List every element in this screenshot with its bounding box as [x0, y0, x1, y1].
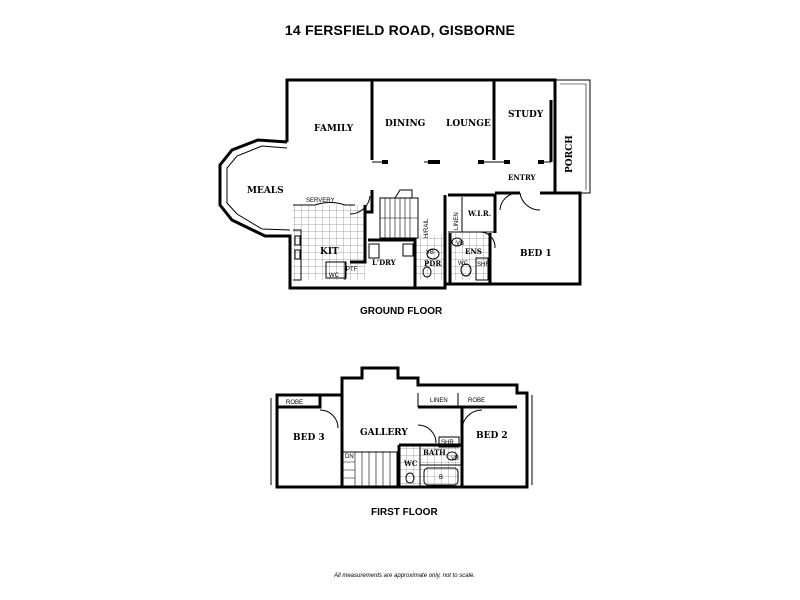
room-bed3: BED 3: [293, 433, 325, 443]
first-floor-plan: [270, 366, 533, 489]
room-porch: PORCH: [565, 135, 575, 173]
ground-floor-label: GROUND FLOOR: [360, 306, 443, 317]
room-lounge: LOUNGE: [446, 119, 491, 129]
room-ptf: PTF: [346, 267, 358, 273]
room-entry: ENTRY: [508, 173, 537, 182]
pdr-tiles: [415, 235, 445, 280]
porch-outline: [555, 79, 591, 194]
wc-box: [325, 261, 347, 279]
room-h-rail: H/RAIL: [424, 218, 430, 238]
room-bath-b: B: [439, 475, 443, 481]
room-pdr-vb: VB: [426, 250, 434, 256]
room-gallery: GALLERY: [360, 428, 408, 438]
meals-bay-window: [226, 145, 291, 231]
ground-floor-plan: [218, 78, 591, 290]
kitchen-east-wall: [350, 205, 367, 264]
room-bed2: BED 2: [476, 431, 508, 441]
porch-rail: [560, 83, 587, 190]
room-bath: BATH: [423, 448, 446, 457]
room-wc-left: WC: [329, 273, 340, 279]
first-outer-wall: [275, 366, 529, 489]
wir-walls: [448, 193, 497, 233]
room-wir: W.I.R.: [467, 209, 491, 218]
room-ens-wc: WC: [458, 261, 469, 267]
room-robe-right: ROBE: [468, 398, 485, 404]
ground-outer-wall: [218, 78, 582, 290]
room-bath-vb: VB: [451, 456, 459, 462]
first-floor-stair: [341, 451, 398, 488]
room-shr: SHR: [441, 440, 454, 446]
plan-title: 14 FERSFIELD ROAD, GISBORNE: [284, 22, 516, 38]
room-ldry: L'DRY: [372, 258, 397, 267]
kitchen-bench: [293, 229, 302, 281]
stair-dn: DN: [345, 454, 354, 460]
room-robe-left: ROBE: [286, 400, 303, 406]
room-pdr: PDR: [424, 259, 441, 268]
servery-counter: [293, 202, 355, 206]
room-ens-shr: SHR: [477, 262, 490, 268]
room-servery: SERVERY: [306, 198, 334, 204]
room-wc-first: WC: [403, 459, 418, 468]
laundry-walls: [368, 238, 417, 288]
servery-wall: [365, 190, 374, 214]
room-ens: ENS: [465, 247, 482, 256]
ensuite-tiles: [450, 233, 490, 280]
room-bed1: BED 1: [520, 249, 552, 259]
room-study: STUDY: [508, 110, 544, 120]
first-floor-label: FIRST FLOOR: [371, 507, 438, 518]
room-linen-first: LINEN: [430, 398, 448, 404]
room-family: FAMILY: [314, 124, 354, 134]
disclaimer-text: All measurements are approximate only, n…: [334, 573, 475, 579]
room-ens-vb: VB: [456, 241, 464, 247]
ground-stair: [379, 189, 419, 239]
room-kit: KIT: [320, 247, 339, 257]
room-linen: LINEN: [454, 212, 460, 230]
room-dining: DINING: [385, 119, 425, 129]
room-meals: MEALS: [247, 186, 284, 196]
kitchen-tiles: [293, 205, 365, 280]
robe-left-walls: [277, 395, 322, 409]
